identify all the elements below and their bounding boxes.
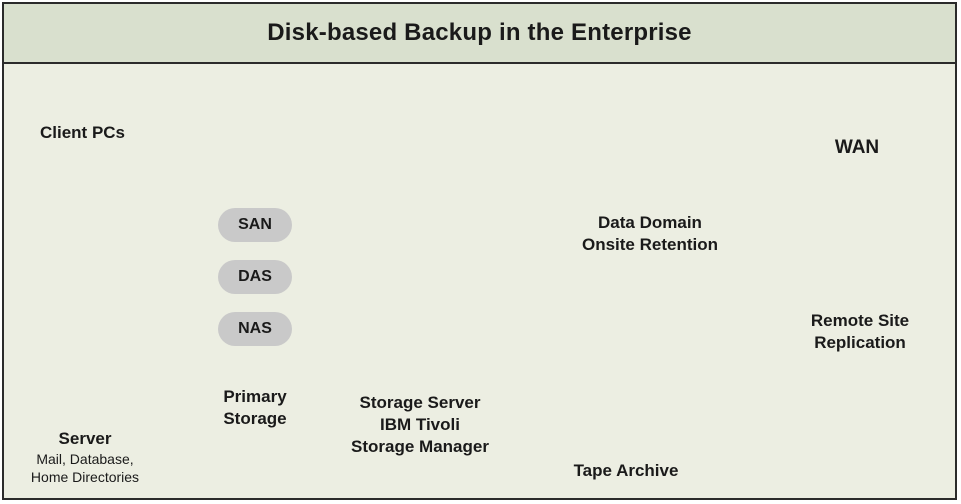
primary-storage-label: Primary Storage: [205, 386, 305, 430]
wan-label: WAN: [834, 137, 880, 158]
remote-site-line-2: Replication: [814, 333, 906, 352]
server-subtitle-2: Home Directories: [30, 469, 140, 485]
storage-server-label: Storage Server IBM Tivoli Storage Manage…: [350, 392, 490, 458]
san-pill: SAN: [218, 208, 292, 242]
nas-pill: NAS: [218, 312, 292, 346]
storage-server-line-3: Storage Manager: [351, 437, 489, 456]
data-domain-line-1: Data Domain: [598, 213, 702, 232]
server-subtitle-1: Mail, Database,: [36, 451, 134, 467]
data-domain-label: Data Domain Onsite Retention: [570, 212, 730, 256]
das-pill: DAS: [218, 260, 292, 294]
server-title: Server: [58, 429, 112, 448]
remote-site-line-1: Remote Site: [810, 311, 910, 330]
title-bar: Disk-based Backup in the Enterprise: [4, 4, 955, 64]
data-domain-line-2: Onsite Retention: [581, 235, 718, 254]
server-label: Server Mail, Database, Home Directories: [0, 428, 170, 486]
primary-storage-line-1: Primary: [223, 387, 287, 406]
client-pcs-label: Client PCs: [40, 123, 126, 142]
primary-storage-line-2: Storage: [223, 409, 287, 428]
storage-server-line-1: Storage Server: [359, 393, 481, 412]
diagram-title: Disk-based Backup in the Enterprise: [267, 19, 692, 46]
remote-site-label: Remote Site Replication: [790, 310, 930, 354]
tape-archive-label: Tape Archive: [573, 461, 679, 480]
storage-server-line-2: IBM Tivoli: [380, 415, 460, 434]
